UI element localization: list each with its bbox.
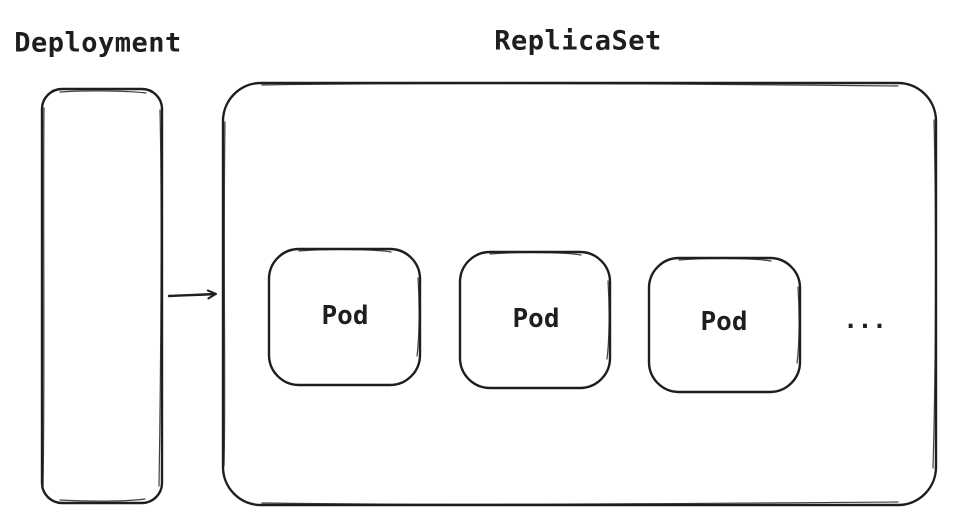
pod-box-2 <box>458 250 612 390</box>
replicaset-label: ReplicaSet <box>494 25 662 57</box>
deployment-to-replicaset-arrow <box>167 289 217 300</box>
pod-box-1 <box>267 247 422 387</box>
replicaset-box <box>221 81 938 507</box>
deployment-label: Deployment <box>14 27 182 59</box>
deployment-box <box>40 87 164 505</box>
pod-box-3 <box>647 256 802 394</box>
pod-label-2: Pod <box>512 304 560 334</box>
pod-label-1: Pod <box>321 301 369 331</box>
pod-label-3: Pod <box>700 307 748 337</box>
more-pods-ellipsis: ... <box>843 306 887 334</box>
